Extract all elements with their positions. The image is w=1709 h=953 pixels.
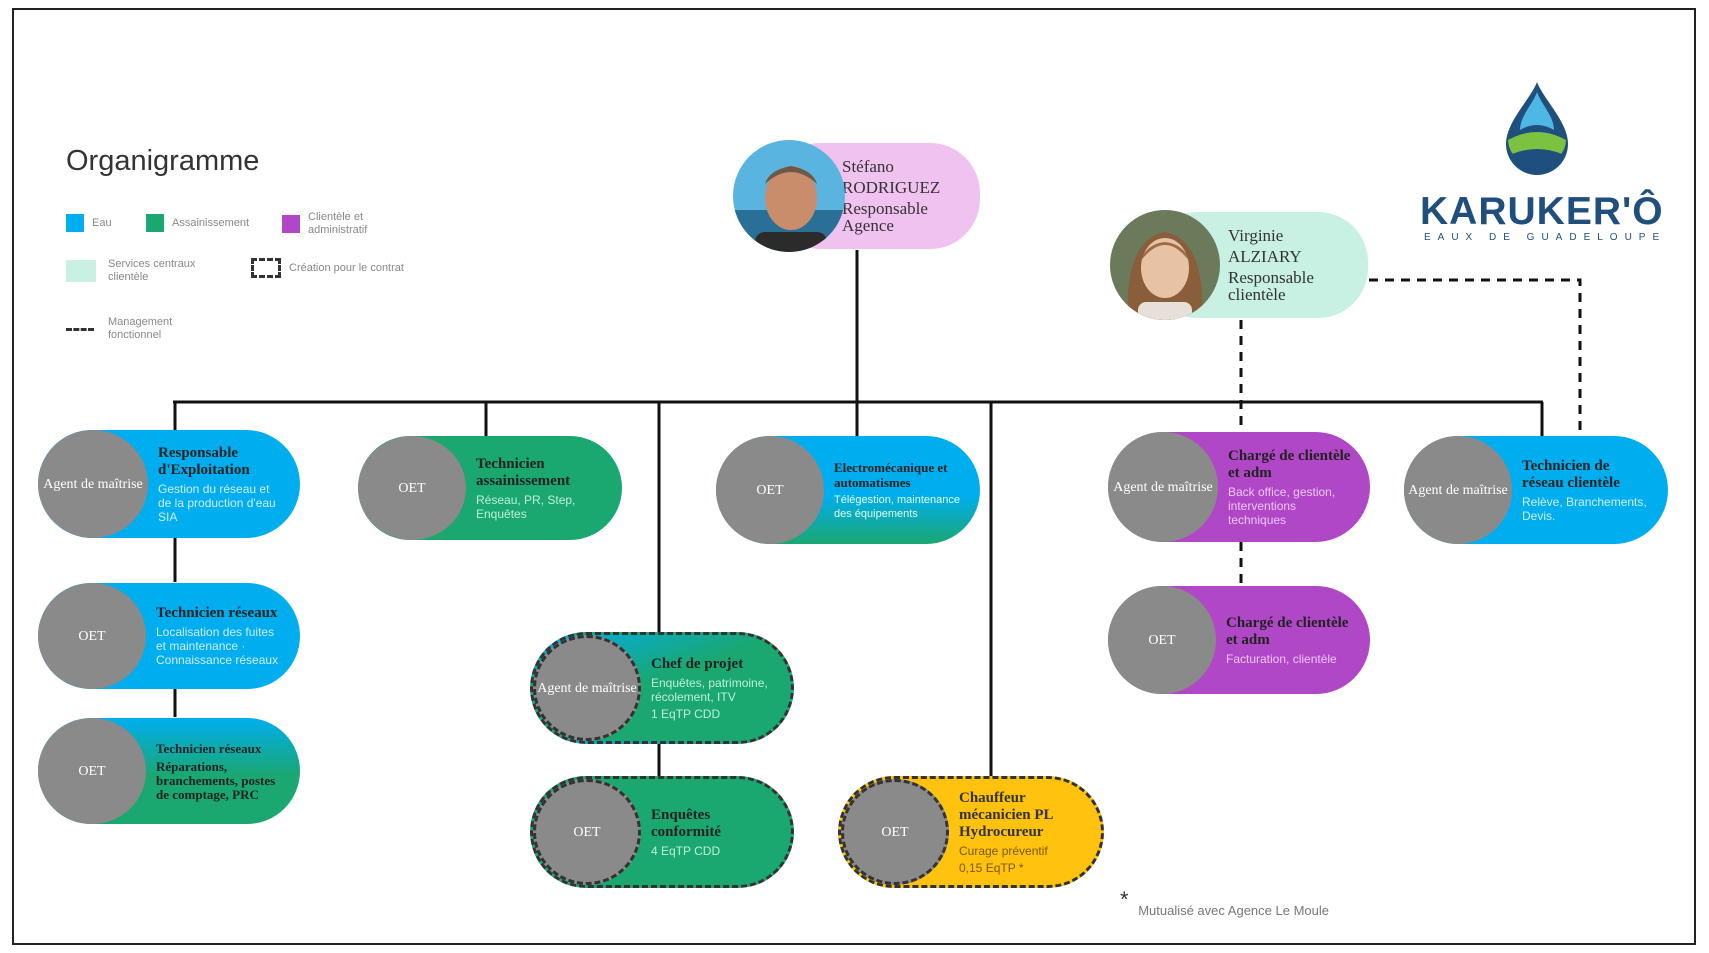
legend-assainissement-label: Assainissement: [172, 216, 250, 229]
node-electromecanique-title: Electromécanique et automatismes: [834, 459, 948, 490]
node-enquetes-conformite-title: Enquêtes conformité: [651, 806, 721, 840]
legend-eau-label: Eau: [92, 216, 112, 229]
legend-creation-swatch: [251, 258, 281, 278]
node-charge-clientele-2: OET Chargé de clientèle et adm Facturati…: [1108, 586, 1370, 694]
node-charge-clientele-2-title: Chargé de clientèle et adm: [1226, 614, 1349, 648]
node-chauffeur-badge: OET: [841, 779, 949, 885]
node-electromecanique-desc: Télégestion, maintenance des équipements: [834, 493, 960, 520]
node-technicien-reseau-clientele: Agent de maîtrise Technicien de réseau c…: [1404, 436, 1668, 544]
manager-photo: [733, 140, 845, 252]
node-chauffeur-desc: Curage préventif: [959, 843, 1048, 858]
node-chef-de-projet-title: Chef de projet: [651, 655, 744, 672]
logo-tagline: EAUX DE GUADELOUPE: [1424, 232, 1667, 243]
node-responsable-exploitation-title: Responsable d'Exploitation: [158, 444, 250, 478]
node-technicien-reseaux-1-desc: Localisation des fuites et maintenance ·…: [156, 625, 279, 667]
legend-services: Services centraux clientèle: [66, 258, 226, 284]
logo-name: KARUKER'Ô: [1420, 190, 1664, 233]
client-lead-photo: [1110, 210, 1220, 320]
legend-management: Management fonctionnel: [66, 316, 206, 342]
node-chef-de-projet-badge: Agent de maîtrise: [533, 635, 641, 741]
node-responsable-exploitation-desc: Gestion du réseau et de la production d'…: [158, 481, 276, 524]
node-responsable-exploitation-badge: Agent de maîtrise: [38, 430, 148, 538]
node-technicien-assainissement-badge: OET: [358, 436, 466, 540]
legend-management-swatch: [66, 327, 94, 331]
node-chauffeur-extra: 0,15 EqTP *: [959, 860, 1024, 875]
node-chef-de-projet-extra: 1 EqTP CDD: [651, 706, 721, 721]
node-technicien-reseau-clientele-badge: Agent de maîtrise: [1404, 436, 1512, 544]
node-technicien-reseaux-2-desc: Réparations, branchements, postes de com…: [156, 759, 276, 802]
footnote-text: Mutualisé avec Agence Le Moule: [1138, 903, 1329, 918]
node-enquetes-conformite: OET Enquêtes conformité 4 EqTP CDD: [530, 776, 794, 888]
manager-role-2: Agence: [842, 216, 894, 235]
node-electromecanique: OET Electromécanique et automatismes Tél…: [716, 436, 980, 544]
node-chauffeur-title: Chauffeur mécanicien PL Hydrocureur: [959, 789, 1053, 840]
node-enquetes-conformite-badge: OET: [533, 779, 641, 885]
node-technicien-assainissement: OET Technicien assainissement Réseau, PR…: [358, 436, 622, 540]
diagram-frame: [12, 8, 1696, 945]
node-enquetes-conformite-desc: 4 EqTP CDD: [651, 843, 721, 858]
client-lead-last-name: ALZIARY: [1228, 247, 1302, 266]
node-technicien-reseau-clientele-desc: Relève, Branchements, Devis.: [1522, 494, 1647, 523]
node-chef-de-projet: Agent de maîtrise Chef de projet Enquête…: [530, 632, 794, 744]
node-technicien-reseaux-2: OET Technicien réseaux Réparations, bran…: [38, 718, 300, 824]
node-technicien-reseaux-1: OET Technicien réseaux Localisation des …: [38, 583, 300, 689]
manager-role-1: Responsable: [842, 199, 928, 218]
client-lead-avatar-icon: [1110, 210, 1220, 320]
client-lead-first-name: Virginie: [1228, 226, 1284, 245]
client-lead-role-2: clientèle: [1228, 285, 1286, 304]
node-technicien-assainissement-desc: Réseau, PR, Step, Enquêtes: [476, 492, 576, 521]
legend-creation-label: Création pour le contrat: [289, 261, 404, 274]
logo-drop-icon: [1506, 82, 1568, 175]
node-technicien-reseaux-2-badge: OET: [38, 718, 146, 824]
legend-assainissement: Assainissement: [146, 214, 249, 232]
footnote: * Mutualisé avec Agence Le Moule: [1120, 887, 1329, 921]
footnote-star: *: [1120, 887, 1129, 912]
legend-assainissement-swatch: [146, 214, 164, 232]
page-title: Organigramme: [66, 145, 260, 177]
node-technicien-reseaux-2-title: Technicien réseaux: [156, 741, 262, 756]
manager-avatar-icon: [733, 140, 845, 252]
node-responsable-exploitation: Agent de maîtrise Responsable d'Exploita…: [38, 430, 300, 538]
legend-creation: Création pour le contrat: [251, 258, 411, 278]
node-charge-clientele-2-badge: OET: [1108, 586, 1216, 694]
dashed-alziary-tech-reseau: [1369, 278, 1582, 438]
node-charge-clientele-1: Agent de maîtrise Chargé de clientèle et…: [1108, 432, 1370, 542]
manager-last-name: RODRIGUEZ: [842, 178, 941, 197]
node-electromecanique-badge: OET: [716, 436, 824, 544]
node-charge-clientele-1-title: Chargé de clientèle et adm: [1228, 447, 1351, 481]
legend-eau: Eau: [66, 214, 112, 232]
legend-clientele: Clientèle et administratif: [282, 211, 402, 237]
node-charge-clientele-1-desc: Back office, gestion, interventions tech…: [1228, 484, 1336, 527]
legend-management-label: Management fonctionnel: [108, 316, 173, 341]
node-technicien-reseaux-1-title: Technicien réseaux: [156, 605, 278, 621]
node-charge-clientele-2-desc: Facturation, clientèle: [1226, 651, 1337, 666]
client-lead-role-1: Responsable: [1228, 268, 1314, 287]
legend-clientele-label: Clientèle et administratif: [308, 211, 368, 236]
legend-clientele-swatch: [282, 215, 300, 233]
legend-eau-swatch: [66, 214, 84, 232]
node-technicien-assainissement-title: Technicien assainissement: [476, 455, 571, 489]
legend-services-swatch: [66, 260, 96, 282]
node-technicien-reseaux-1-badge: OET: [38, 583, 146, 689]
node-chauffeur: OET Chauffeur mécanicien PL Hydrocureur …: [838, 776, 1104, 888]
manager-first-name: Stéfano: [842, 157, 894, 176]
node-chef-de-projet-desc: Enquêtes, patrimoine, récolement, ITV: [651, 675, 768, 704]
legend-services-label: Services centraux clientèle: [108, 258, 196, 283]
node-technicien-reseau-clientele-title: Technicien de réseau clientèle: [1522, 457, 1620, 491]
node-charge-clientele-1-badge: Agent de maîtrise: [1108, 432, 1218, 542]
